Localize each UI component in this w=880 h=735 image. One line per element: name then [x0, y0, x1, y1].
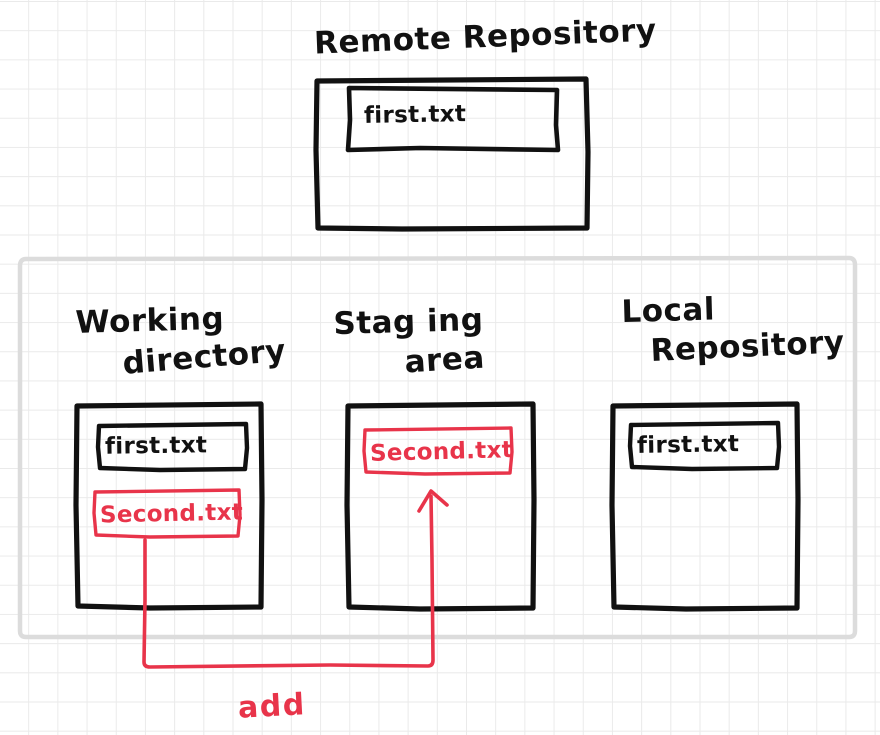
- working-directory-file-label-second-txt: Second.txt: [99, 499, 244, 529]
- staging-area-title-line2: area: [403, 339, 486, 381]
- staging-area-title-line1: Stag ing: [332, 301, 484, 343]
- add-operation-label: add: [237, 687, 307, 726]
- remote-file-label-first-txt: first.txt: [363, 101, 467, 129]
- staging-area-file-label-second-txt: Second.txt: [369, 437, 514, 467]
- working-directory-title: Working directory: [74, 300, 288, 382]
- working-directory-title-line2: directory: [121, 332, 288, 382]
- staging-area-title: Stag ing area: [332, 301, 486, 381]
- local-repository-title: Local Repository: [620, 291, 846, 369]
- local-repository-title-line2: Repository: [649, 324, 846, 369]
- add-arrow-head: [417, 489, 449, 513]
- staging-area-box: [344, 401, 537, 612]
- working-directory-file-label-first-txt: first.txt: [104, 432, 208, 460]
- local-repository-file-label-first-txt: first.txt: [636, 431, 740, 459]
- working-directory-title-line1: Working: [74, 300, 225, 341]
- remote-repository-title: Remote Repository: [313, 12, 658, 62]
- local-repository-title-line1: Local: [620, 291, 716, 331]
